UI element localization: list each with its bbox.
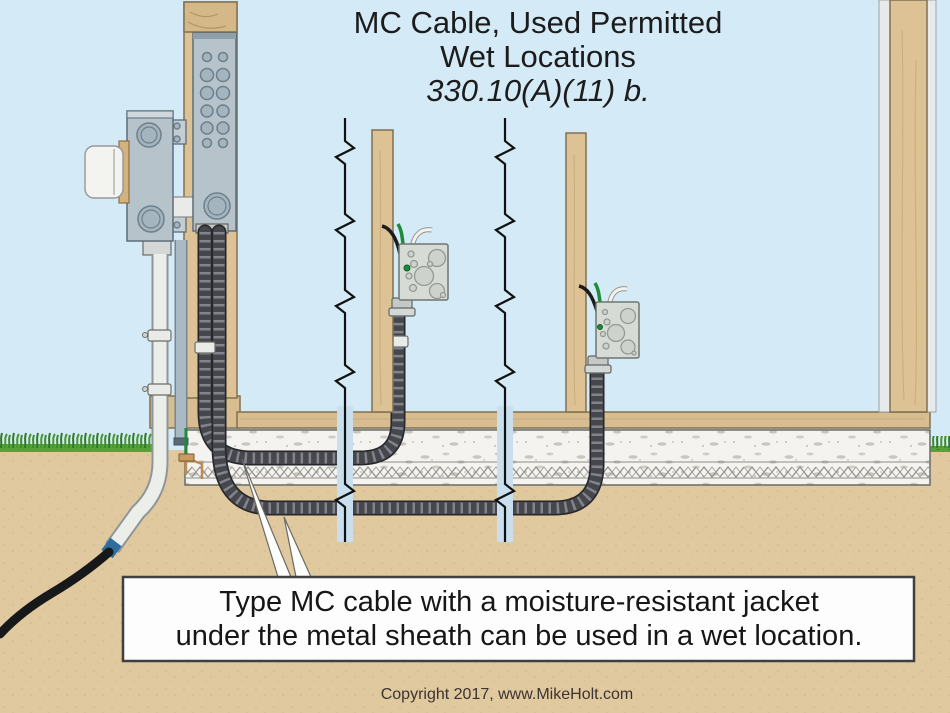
ground-screw-icon xyxy=(403,264,411,272)
meter-enclosure xyxy=(84,110,197,242)
mc-cable-under-slab-icon xyxy=(211,224,605,516)
caption-line-1: Type MC cable with a moisture-resistant … xyxy=(219,586,819,618)
service-riser-assembly xyxy=(0,239,189,639)
grass-right-icon xyxy=(929,436,950,452)
conduit-hub xyxy=(142,239,172,256)
conduit-strap xyxy=(147,329,172,342)
wood-stud-icon xyxy=(889,0,928,413)
right-wall xyxy=(878,0,937,413)
electric-meter-icon xyxy=(84,145,124,199)
grounding-wire-icon xyxy=(178,428,204,479)
mc-cable-embedded-icon xyxy=(197,224,406,466)
cable-strap xyxy=(194,341,216,354)
break-line-icon xyxy=(333,118,357,542)
panel-enclosure-icon xyxy=(192,32,237,234)
code-reference: 330.10(A)(11) b. xyxy=(426,73,649,108)
wood-stud-icon xyxy=(565,132,587,413)
diagram-title-line-1: MC Cable, Used Permitted xyxy=(354,5,723,40)
caption-line-2: under the metal sheath can be used in a … xyxy=(176,620,863,652)
wood-stud-icon xyxy=(371,129,394,413)
concrete-slab-icon xyxy=(184,429,931,486)
caption-box xyxy=(121,575,916,663)
wire-mesh-icon xyxy=(185,462,930,478)
ground-screw-icon xyxy=(597,324,603,330)
junction-box-icon xyxy=(578,282,640,374)
copyright-text: Copyright 2017, www.MikeHolt.com xyxy=(381,686,634,703)
junction-box-icon xyxy=(381,223,449,317)
break-line-icon xyxy=(493,118,517,542)
conduit-strap xyxy=(147,383,172,396)
grass-left-icon xyxy=(0,432,153,452)
service-entrance-cable-icon xyxy=(0,547,114,639)
diagram-title-line-2: Wet Locations xyxy=(440,39,636,74)
